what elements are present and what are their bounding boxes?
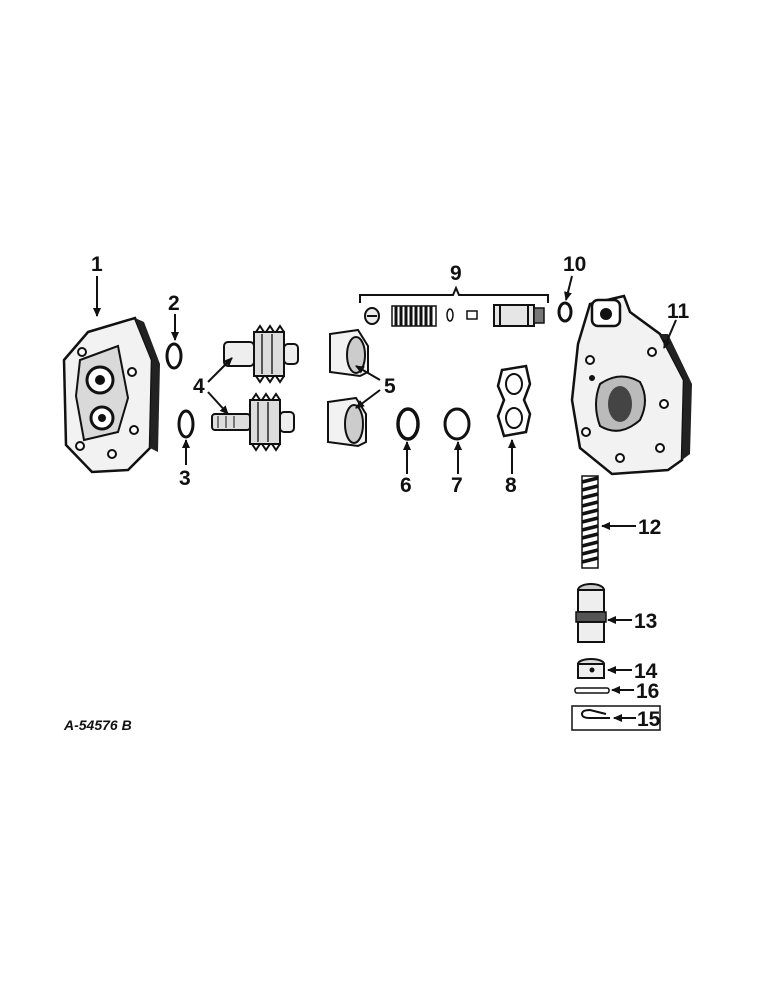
- part-4-gear-lower: [211, 392, 295, 452]
- callout-16: 16: [636, 680, 659, 703]
- part-3-o-ring: [177, 409, 195, 439]
- part-1-cover-plate: [62, 316, 160, 474]
- leader-11: [663, 319, 677, 349]
- leader-10: [564, 275, 573, 301]
- valve-spring: [391, 305, 437, 327]
- part-2-o-ring: [165, 342, 183, 370]
- callout-labels: 1 2 3 4 5 6 7 8 9 10 11 12 13 14 16 15: [91, 253, 690, 731]
- callout-14: 14: [634, 660, 658, 683]
- part-14-collar: [577, 658, 605, 679]
- callout-6: 6: [400, 474, 412, 497]
- leader-4a: [207, 357, 233, 383]
- part-9-relief-valve-assembly: [359, 285, 549, 327]
- leader-5a: [355, 365, 381, 381]
- callout-3: 3: [179, 467, 191, 490]
- part-16-pin: [574, 687, 610, 694]
- part-11-pump-body: [570, 294, 692, 476]
- part-7-seal-ring: [443, 407, 471, 441]
- callout-5: 5: [384, 375, 396, 398]
- part-4-gear-upper: [223, 324, 299, 384]
- callout-10: 10: [563, 253, 586, 276]
- part-15-cotter-pin: [571, 705, 661, 731]
- leader-lines: [93, 275, 677, 722]
- leader-4b: [207, 391, 229, 415]
- callout-8: 8: [505, 474, 517, 497]
- callout-1: 1: [91, 253, 103, 276]
- callout-2: 2: [168, 292, 180, 315]
- callout-13: 13: [634, 610, 657, 633]
- part-5-bushing-lower: [327, 396, 367, 448]
- part-10-ring: [557, 301, 573, 323]
- callout-4: 4: [193, 375, 205, 398]
- leader-5b: [355, 389, 381, 409]
- part-12-spring: [581, 475, 599, 569]
- callout-7: 7: [451, 474, 463, 497]
- callout-15: 15: [637, 708, 661, 731]
- part-8-gasket: [496, 364, 532, 438]
- part-6-seal-ring: [396, 407, 420, 441]
- callout-12: 12: [638, 516, 661, 539]
- callout-9: 9: [450, 262, 462, 285]
- figure-id: A-54576 B: [63, 717, 132, 733]
- callout-11: 11: [667, 300, 690, 323]
- part-13-plunger: [575, 583, 607, 643]
